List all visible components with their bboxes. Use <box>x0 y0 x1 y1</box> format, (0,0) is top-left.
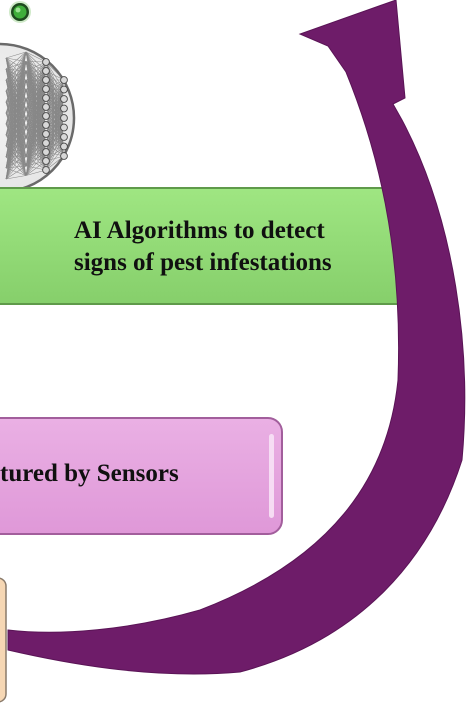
network-node <box>42 103 50 111</box>
network-edge <box>25 61 47 129</box>
network-node <box>42 157 50 165</box>
network-edge <box>5 51 27 103</box>
sensors-box <box>0 417 283 535</box>
network-edge <box>25 61 47 148</box>
network-edge <box>25 151 47 176</box>
network-edge <box>5 137 27 180</box>
network-edge <box>25 61 47 138</box>
cycle-arrow-icon <box>7 0 466 675</box>
network-edge <box>5 51 27 125</box>
network-edge <box>25 160 47 176</box>
network-node <box>60 123 68 132</box>
network-node <box>42 166 50 174</box>
ai-algorithms-box <box>0 187 412 305</box>
network-edge <box>45 136 65 171</box>
network-node <box>42 121 50 129</box>
network-node <box>42 112 50 120</box>
network-edge <box>5 127 27 180</box>
network-edge <box>5 51 27 114</box>
network-edge <box>25 61 47 91</box>
network-node <box>60 76 68 84</box>
network-node <box>60 133 68 141</box>
network-edge <box>45 61 65 81</box>
network-edge <box>45 79 65 162</box>
network-node <box>42 76 50 84</box>
ai-algorithms-label-line1: AI Algorithms to detect <box>74 217 325 244</box>
network-edge <box>5 51 27 81</box>
sensors-label: tured by Sensors <box>0 460 179 487</box>
network-node <box>42 67 50 75</box>
network-edge <box>5 51 27 169</box>
network-edge <box>5 108 27 180</box>
network-node <box>60 152 68 160</box>
network-node <box>60 114 68 122</box>
network-edge <box>5 70 27 180</box>
network-node <box>42 94 50 102</box>
network-edge <box>25 133 47 176</box>
network-node <box>60 142 68 151</box>
network-edge <box>5 51 27 70</box>
network-edge <box>45 79 65 108</box>
network-node <box>42 139 50 147</box>
network-edge <box>5 89 27 180</box>
network-edge <box>45 146 65 171</box>
network-edge <box>45 79 65 117</box>
network-edge <box>45 79 65 99</box>
green-node-icon <box>9 1 31 23</box>
network-edge <box>25 61 47 81</box>
network-edge <box>45 79 65 171</box>
network-edge <box>25 79 47 176</box>
network-edge <box>5 51 27 147</box>
network-edge <box>5 175 27 180</box>
data-box-partial <box>0 577 7 703</box>
network-edge <box>5 99 27 180</box>
network-node <box>60 104 68 113</box>
network-edge <box>5 80 27 180</box>
network-edge <box>25 61 47 100</box>
network-edge <box>45 79 65 153</box>
network-edge <box>5 165 27 180</box>
network-edge <box>5 156 27 180</box>
network-edge <box>5 118 27 180</box>
network-edge <box>5 51 27 92</box>
network-edge <box>5 51 27 136</box>
network-node <box>60 85 68 94</box>
network-edge <box>45 89 65 171</box>
network-edge <box>25 88 47 176</box>
network-edge <box>25 97 47 176</box>
network-edge <box>25 61 47 157</box>
neural-network-icon <box>0 42 76 194</box>
network-edge <box>5 51 27 59</box>
network-node <box>42 130 50 138</box>
network-edge <box>5 61 27 180</box>
network-edge <box>25 106 47 176</box>
network-edge <box>5 51 27 158</box>
network-edge <box>25 142 47 176</box>
network-node <box>42 85 50 93</box>
network-edge <box>5 146 27 180</box>
network-node <box>42 58 50 66</box>
network-node <box>42 148 50 156</box>
network-node <box>60 95 68 103</box>
ai-algorithms-label-line2: signs of pest infestations <box>74 249 332 276</box>
